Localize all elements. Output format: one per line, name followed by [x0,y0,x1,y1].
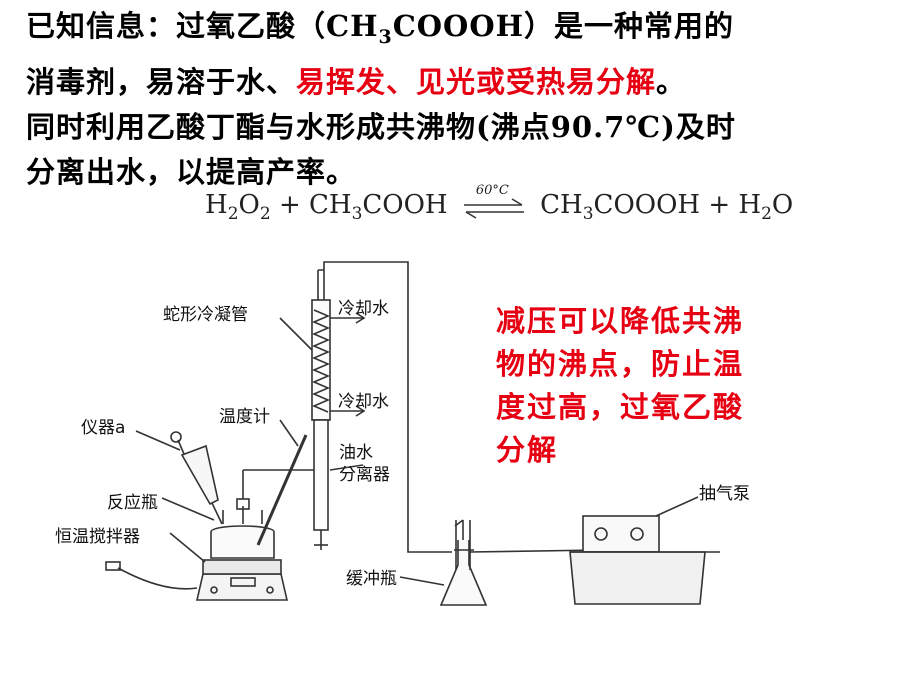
reversible-arrow: 60°C [462,183,526,221]
stirrer-top [202,559,282,575]
intro-line-3: 同时利用乙酸丁酯与水形成共沸物(沸点90.7℃)及时 [26,109,736,144]
stirrer-label: 恒温搅拌器 [55,527,140,547]
stirrer-display [230,577,256,587]
reaction-flask [210,525,275,559]
thermometer-label: 温度计 [219,407,270,427]
note-line-2: 物的沸点，防止温 [496,347,745,381]
pump-label: 抽气泵 [699,484,750,504]
intro-text: 已知信息：过氧乙酸（CH3COOOH）是一种常用的 消毒剂，易溶于水、易挥发、见… [26,4,886,195]
separator-label-1: 油水 [339,443,373,463]
condenser-label: 蛇形冷凝管 [163,305,248,325]
equilibrium-arrow-icon [463,198,524,219]
oil-water-separator [313,419,329,531]
vacuum-line [323,261,452,553]
thermometer [256,434,308,546]
intro-line-4: 分离出水，以提高产率。 [26,154,357,189]
pump-tank [569,551,706,605]
note-line-1: 减压可以降低共沸 [496,304,745,338]
note-line-4: 分解 [496,433,559,467]
buffer-bottle [439,540,488,606]
reaction-equation: H2O2 + CH3COOH 60°C CH3COOOH + H2O [205,183,794,225]
condenser-coil [311,309,331,413]
cool-water-in-label: 冷却水 [338,392,389,412]
cool-water-out-label: 冷却水 [338,299,389,319]
note-line-3: 度过高，过氧乙酸 [496,390,745,424]
reaction-flask-label: 反应瓶 [107,493,158,513]
power-cord [117,567,198,590]
buffer-bottle-label: 缓冲瓶 [346,569,397,589]
red-annotation: 减压可以降低共沸 物的沸点，防止温 度过高，过氧乙酸 分解 [496,300,786,472]
instrument-a-label: 仪器a [81,418,126,438]
separator-label-2: 分离器 [339,465,390,485]
coil-condenser [311,299,331,421]
intro-highlight: 易挥发、见光或受热易分解 [296,64,657,99]
reaction-condition: 60°C [475,183,509,198]
intro-line-2: 消毒剂，易溶于水、易挥发、见光或受热易分解。 [26,64,687,99]
intro-line-1: 已知信息：过氧乙酸（CH3COOOH）是一种常用的 [26,9,734,48]
dropping-funnel [180,444,219,506]
